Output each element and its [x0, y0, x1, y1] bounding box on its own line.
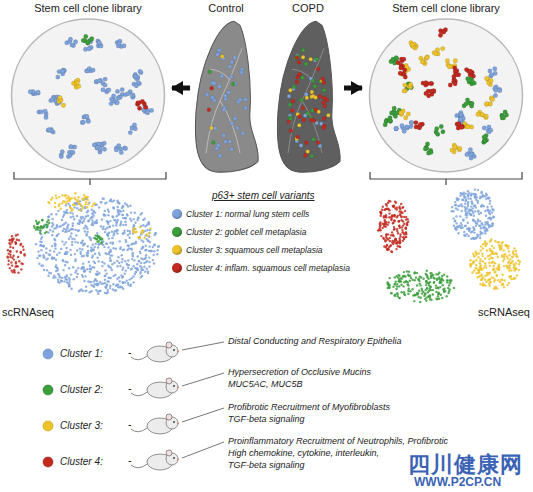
arrow-connector [172, 86, 190, 91]
description: Profibrotic Recruitment of Myofibroblast… [228, 402, 390, 412]
culture-dish: Stem cell clone library [4, 2, 172, 174]
description: High chemokine, cytokine, interleukin, [228, 448, 379, 458]
description: Distal Conducting and Respiratory Epithe… [228, 336, 402, 346]
cluster-label: Cluster 2: [60, 384, 103, 395]
lung-image: COPD [272, 2, 344, 174]
cluster-dot [43, 349, 53, 467]
dash: - [128, 419, 131, 430]
watermark: WWW.P2CP.CN [414, 475, 501, 489]
dash: - [128, 383, 131, 394]
legend-text: Cluster 1: normal lung stem cells [186, 208, 309, 220]
section-heading: p63+ stem cell variants [212, 190, 315, 201]
bracket [14, 172, 522, 185]
scatter-points [2, 186, 168, 318]
description: Proinflammatory Recruitment of Neutrophi… [228, 436, 448, 446]
lung-outline [272, 17, 344, 174]
mouse-icon [131, 342, 179, 470]
legend-swatch [172, 209, 182, 219]
dish-outline [362, 17, 530, 174]
lung-image: Control [190, 2, 262, 174]
description: MUC5AC, MUC5B [228, 379, 303, 389]
lung-outline [190, 17, 262, 174]
legend-text: Cluster 3: squamous cell metaplasia [186, 244, 323, 256]
legend-swatch [172, 227, 182, 237]
description: TGF-beta signaling [228, 460, 305, 470]
legend-text: Cluster 4: inflam. squamous cell metapla… [186, 262, 350, 274]
culture-dish: Stem cell clone library [362, 2, 530, 174]
description: TGF-beta signaling [228, 414, 305, 424]
heading: Stem cell clone library [392, 2, 500, 14]
arrow-connector [344, 86, 362, 91]
dish-outline [4, 17, 172, 174]
legend-swatch [172, 245, 182, 255]
leader-line [182, 342, 224, 458]
scatter-points [345, 186, 530, 318]
dash: - [128, 347, 131, 358]
cluster-label: Cluster 3: [60, 420, 103, 431]
heading: Control [208, 2, 243, 14]
scatter-plot: scRNAseq [345, 186, 530, 318]
cluster-label: Cluster 1: [60, 348, 103, 359]
dash: - [128, 455, 131, 466]
legend-text: Cluster 2: goblet cell metaplasia [186, 226, 306, 238]
plot-label: scRNAseq [478, 306, 530, 318]
plot-label: scRNAseq [2, 306, 54, 318]
scatter-plot: scRNAseq [2, 186, 168, 318]
heading: Stem cell clone library [34, 2, 142, 14]
cluster-label: Cluster 4: [60, 456, 103, 467]
description: Hypersecretion of Occlusive Mucins [228, 367, 371, 377]
legend-swatch [172, 263, 182, 273]
heading: COPD [292, 2, 324, 14]
